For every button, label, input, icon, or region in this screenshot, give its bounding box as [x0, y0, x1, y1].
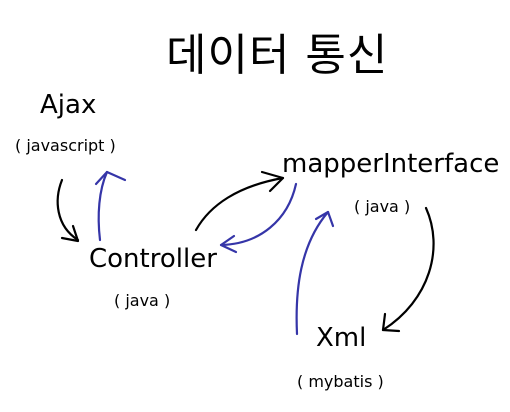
edge-controller-to-ajax-arrow	[97, 170, 109, 242]
node-controller-label: Controller	[89, 244, 217, 274]
node-xml-sub: ( mybatis )	[297, 372, 384, 391]
edge-xml-to-mapper-arrowhead	[314, 210, 335, 228]
node-xml-label: Xml	[316, 323, 367, 353]
edge-ajax-to-controller-arrow	[56, 178, 80, 242]
diagram-title: 데이터 통신	[166, 30, 389, 81]
edge-controller-to-mapper-arrowhead	[260, 170, 285, 193]
node-mapper-sub: ( java )	[354, 197, 411, 216]
edge-xml-to-mapper-arrow	[295, 210, 330, 336]
edge-controller-to-ajax-arrowhead	[94, 170, 127, 186]
edge-mapper-to-xml-arrowhead	[381, 312, 401, 333]
node-ajax-sub: ( javascript )	[15, 136, 116, 155]
node-mapper-label: mapperInterface	[282, 149, 500, 179]
edge-ajax-to-controller-arrowhead	[60, 224, 80, 243]
node-ajax-label: Ajax	[40, 90, 97, 120]
edge-mapper-to-controller-arrowhead	[219, 234, 238, 254]
edge-mapper-to-xml-arrow	[381, 206, 435, 332]
node-controller-sub: ( java )	[114, 291, 171, 310]
edge-controller-to-mapper-arrow	[194, 176, 285, 232]
edge-mapper-to-controller-arrow	[219, 182, 298, 247]
